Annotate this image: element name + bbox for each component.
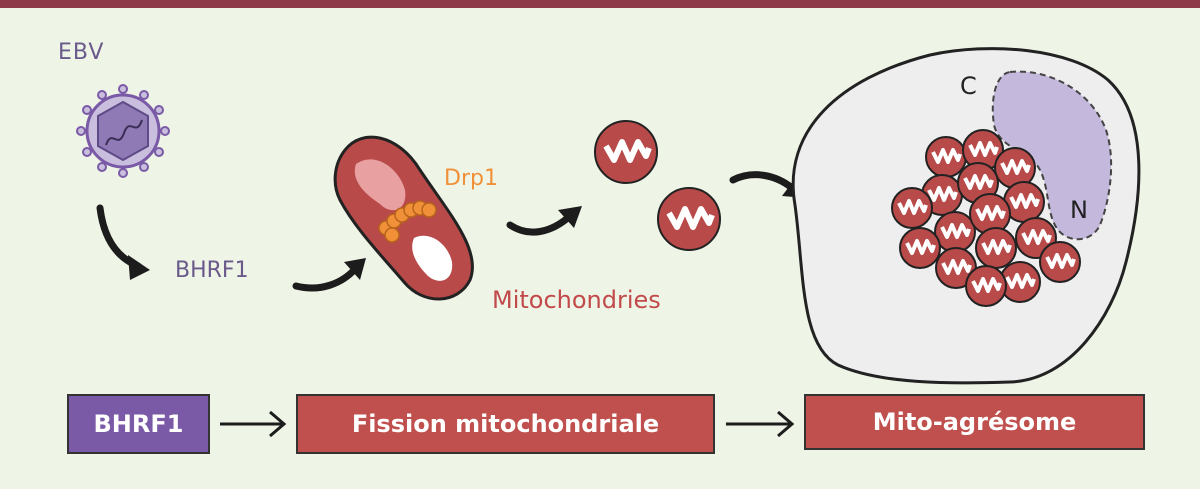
flow-arrow-1 <box>220 410 287 438</box>
flow-box-mito-agresome: Mito-agrésome <box>804 394 1145 450</box>
nucleus-label: N <box>1070 196 1088 224</box>
ebv-label: EBV <box>58 40 105 65</box>
arrow-fission-to-fragments <box>506 212 574 236</box>
mitochondria-fragment-icon <box>595 121 657 183</box>
drp1-label: Drp1 <box>444 166 498 191</box>
arrow-ebv-to-bhrf1 <box>96 204 142 270</box>
flow-box-mito-agresome-text: Mito-agrésome <box>872 408 1077 436</box>
flow-box-fission-text: Fission mitochondriale <box>351 410 660 438</box>
ebv-virus-icon <box>76 84 170 178</box>
bhrf1-label: BHRF1 <box>175 258 249 283</box>
arrow-bhrf1-to-mito <box>292 264 360 292</box>
flow-arrow-2 <box>726 410 795 438</box>
mitochondries-label: Mitochondries <box>492 286 661 314</box>
flow-box-bhrf1-text: BHRF1 <box>93 410 184 438</box>
mitochondria-fragment-icon <box>658 188 720 250</box>
flow-box-bhrf1: BHRF1 <box>67 394 210 454</box>
flow-box-fission: Fission mitochondriale <box>296 394 715 454</box>
top-bar <box>0 0 1200 8</box>
dividing-mitochondrion-icon <box>333 135 474 301</box>
arrow-to-agresome <box>729 171 796 192</box>
cytoplasm-label: C <box>960 72 977 100</box>
